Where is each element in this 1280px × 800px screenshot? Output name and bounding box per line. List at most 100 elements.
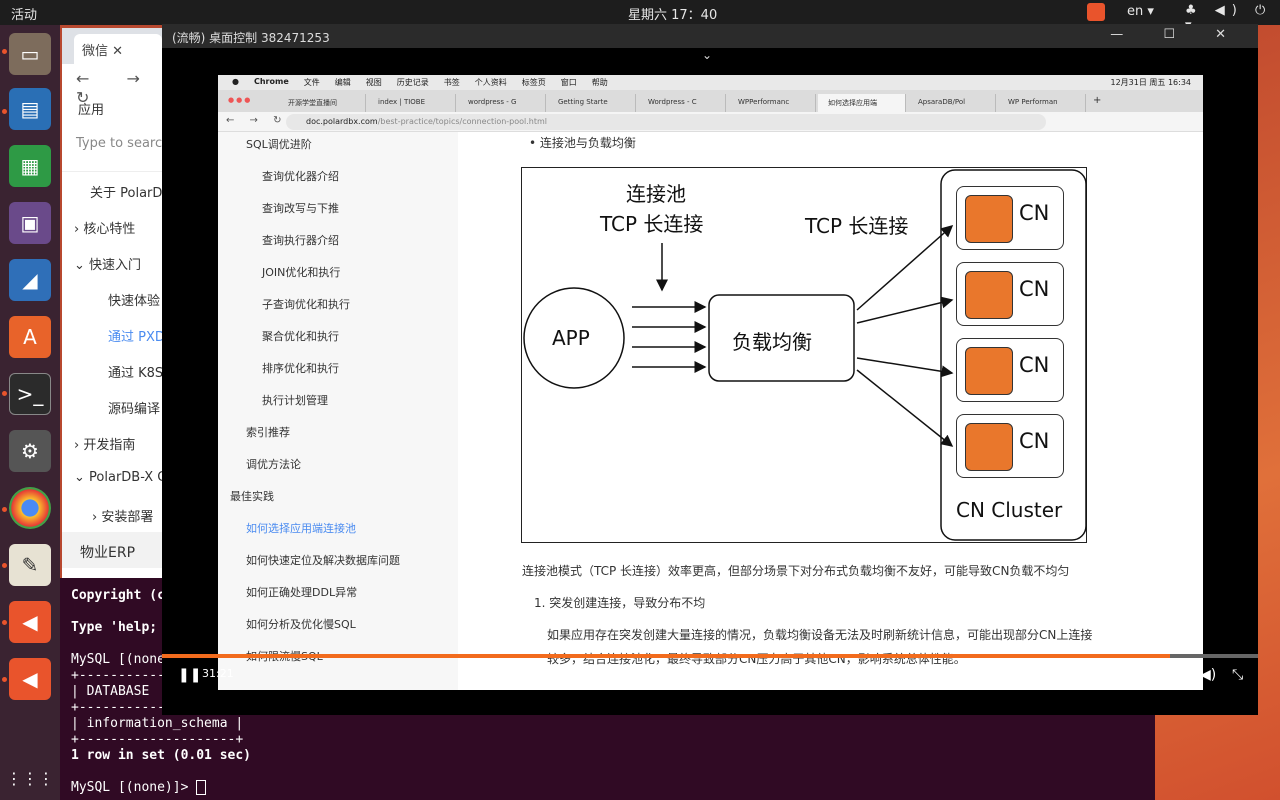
menu-item[interactable]: 标签页 (521, 78, 546, 87)
pause-icon[interactable]: ❚❚ (178, 667, 202, 683)
browser-tab-wechat[interactable]: 微信 ✕ (74, 34, 162, 64)
new-tab-icon[interactable]: + (1093, 95, 1102, 106)
running-indicator (2, 677, 7, 682)
show-apps-icon[interactable]: ⋮⋮⋮ (6, 768, 54, 788)
window-controls[interactable]: — ☐ ✕ (1110, 27, 1244, 42)
sidebar-item[interactable]: JOIN优化和执行 (262, 266, 341, 279)
volume-icon[interactable]: ◀) (1200, 667, 1217, 683)
app-indicator-icon[interactable] (1087, 3, 1105, 21)
sidebar-item[interactable]: 聚合优化和执行 (262, 330, 339, 343)
sidebar-item[interactable]: 查询改写与下推 (262, 202, 339, 215)
remote-screen[interactable]: ● Chrome 文件 编辑 视图 历史记录 书签 个人资料 标签页 窗口 帮助… (218, 75, 1203, 690)
terminal-line: +----------- (71, 700, 165, 715)
spreadsheet-icon[interactable]: ▦ (9, 145, 51, 187)
pool-label-2: TCP 长连接 (600, 212, 704, 236)
menu-item[interactable]: Chrome (253, 77, 289, 86)
sidebar-item[interactable]: 排序优化和执行 (262, 362, 339, 375)
sidebar-item[interactable]: 子查询优化和执行 (262, 298, 350, 311)
browser-nav-buttons[interactable]: ← → ↻ (76, 69, 156, 107)
chrome-tab[interactable]: wordpress - G (458, 94, 546, 112)
sidebar-item[interactable]: 调优方法论 (246, 458, 301, 471)
sidebar-item[interactable]: 索引推荐 (246, 426, 290, 439)
address-bar[interactable]: doc.polardbx.com/best-practice/topics/co… (286, 114, 1046, 130)
chrome-tab-active[interactable]: 如何选择应用端 (818, 94, 906, 112)
document-viewer-icon[interactable]: ▤ (9, 88, 51, 130)
nav-item[interactable]: 快速体验 (108, 294, 161, 309)
terminal-line: 1 row in set (0.01 sec) (71, 748, 252, 763)
nav-item-active[interactable]: 通过 PXD (108, 330, 165, 345)
file-manager-icon[interactable]: ▭ (9, 33, 51, 75)
settings-icon[interactable]: ⚙ (9, 430, 51, 472)
terminal-prompt[interactable]: MySQL [(none)]> (71, 780, 207, 795)
nav-label: 快速入门 (89, 258, 142, 273)
sidebar-item[interactable]: SQL调优进阶 (246, 138, 312, 151)
sidebar-item[interactable]: 如何分析及优化慢SQL (246, 618, 356, 631)
menu-item[interactable]: 历史记录 (396, 78, 429, 87)
bookmark-item[interactable]: 物业ERP (62, 532, 172, 568)
chevron-down-icon: ⌄ (74, 258, 90, 273)
quality-button[interactable]: 高清 (1158, 669, 1180, 682)
terminal-line: Type 'help; (71, 620, 158, 635)
cn-label: CN (1019, 201, 1050, 225)
sidebar-item[interactable]: 执行计划管理 (262, 394, 328, 407)
chrome-tab[interactable]: 开源学堂直播间 (278, 94, 366, 112)
sidebar-item-active[interactable]: 如何选择应用端连接池 (246, 522, 356, 535)
nav-item[interactable]: › 安装部署 (62, 496, 172, 532)
sidebar-item[interactable]: 查询执行器介绍 (262, 234, 339, 247)
activities-button[interactable]: 活动 (11, 8, 38, 23)
chrome-tab[interactable]: index | TIOBE (368, 94, 456, 112)
chrome-browser-window: 微信 ✕ ← → ↻ 应用 Type to search 关于 PolarDB … (62, 28, 172, 583)
remote-control-app-icon-2[interactable]: ◀ (9, 658, 51, 700)
bookmarks-apps[interactable]: 应用 (78, 103, 105, 118)
chrome-tab[interactable]: WP Performan (998, 94, 1086, 112)
menu-item[interactable]: 编辑 (334, 78, 351, 87)
sidebar-item[interactable]: 查询优化器介绍 (262, 170, 339, 183)
traffic-lights[interactable]: ●●● (228, 96, 253, 104)
nav-item[interactable]: 源码编译 (108, 402, 161, 417)
remote-control-app-icon[interactable]: ◀ (9, 601, 51, 643)
pool-label-1: 连接池 (626, 182, 686, 206)
nav-item[interactable]: › 开发指南 (62, 424, 172, 460)
url-host: doc.polardbx.com (306, 117, 378, 126)
nav-buttons[interactable]: ← → ↻ (226, 115, 288, 126)
browser-tab-bar: 微信 ✕ (62, 28, 172, 64)
chrome-tab[interactable]: WPPerformanc (728, 94, 816, 112)
wireshark-icon[interactable]: ◢ (9, 259, 51, 301)
terminal-line: +--------------------+ (71, 732, 244, 747)
menu-item[interactable]: 窗口 (560, 78, 577, 87)
chrome-tab[interactable]: Getting Starte (548, 94, 636, 112)
video-progress-bar[interactable] (162, 654, 1258, 658)
clock[interactable]: 星期六 17：40 (628, 8, 718, 23)
language-selector[interactable]: en ▾ (1127, 4, 1154, 19)
menu-item[interactable]: 个人资料 (474, 78, 507, 87)
sidebar-item[interactable]: 如何快速定位及解决数据库问题 (246, 554, 400, 567)
apple-icon[interactable]: ● (232, 77, 239, 86)
chevron-down-icon[interactable]: ⌄ (702, 48, 713, 62)
software-center-icon[interactable]: A (9, 316, 51, 358)
chrome-toolbar: ← → ↻ doc.polardbx.com/best-practice/top… (218, 112, 1203, 132)
text-editor-icon[interactable]: ✎ (9, 544, 51, 586)
running-indicator (2, 507, 7, 512)
chrome-tab[interactable]: Wordpress - C (638, 94, 726, 112)
terminal-icon[interactable]: >_ (9, 373, 51, 415)
sidebar-item[interactable]: 如何正确处理DDL异常 (246, 586, 358, 599)
menu-item[interactable]: 书签 (443, 78, 460, 87)
fullscreen-exit-icon[interactable]: ⤡ (1232, 667, 1244, 683)
sidebar-item[interactable]: 最佳实践 (230, 490, 274, 503)
doc-search-input[interactable]: Type to search (62, 122, 172, 172)
remote-desktop-icon[interactable]: ▣ (9, 202, 51, 244)
chrome-tab[interactable]: ApsaraDB/Pol (908, 94, 996, 112)
menu-item[interactable]: 视图 (365, 78, 382, 87)
nav-item[interactable]: ⌄ 快速入门 (62, 244, 172, 280)
nav-item[interactable]: 关于 PolarDB (90, 186, 172, 201)
menu-item[interactable]: 帮助 (591, 78, 608, 87)
dock: ▭ ▤ ▦ ▣ ◢ A >_ ⚙ ✎ ◀ ◀ ⋮⋮⋮ (0, 25, 60, 800)
paragraph: 连接池模式（TCP 长连接）效率更高，但部分场景下对分布式负载均衡不友好，可能导… (522, 564, 1070, 578)
nav-item[interactable]: ⌄ PolarDB-X C (62, 460, 172, 496)
speed-button[interactable]: 正常 (1114, 669, 1136, 682)
nav-item[interactable]: 通过 K8S (108, 366, 164, 381)
cursor (196, 780, 207, 795)
chrome-icon[interactable] (9, 487, 51, 529)
menu-item[interactable]: 文件 (303, 78, 320, 87)
nav-item[interactable]: › 核心特性 (62, 208, 172, 244)
